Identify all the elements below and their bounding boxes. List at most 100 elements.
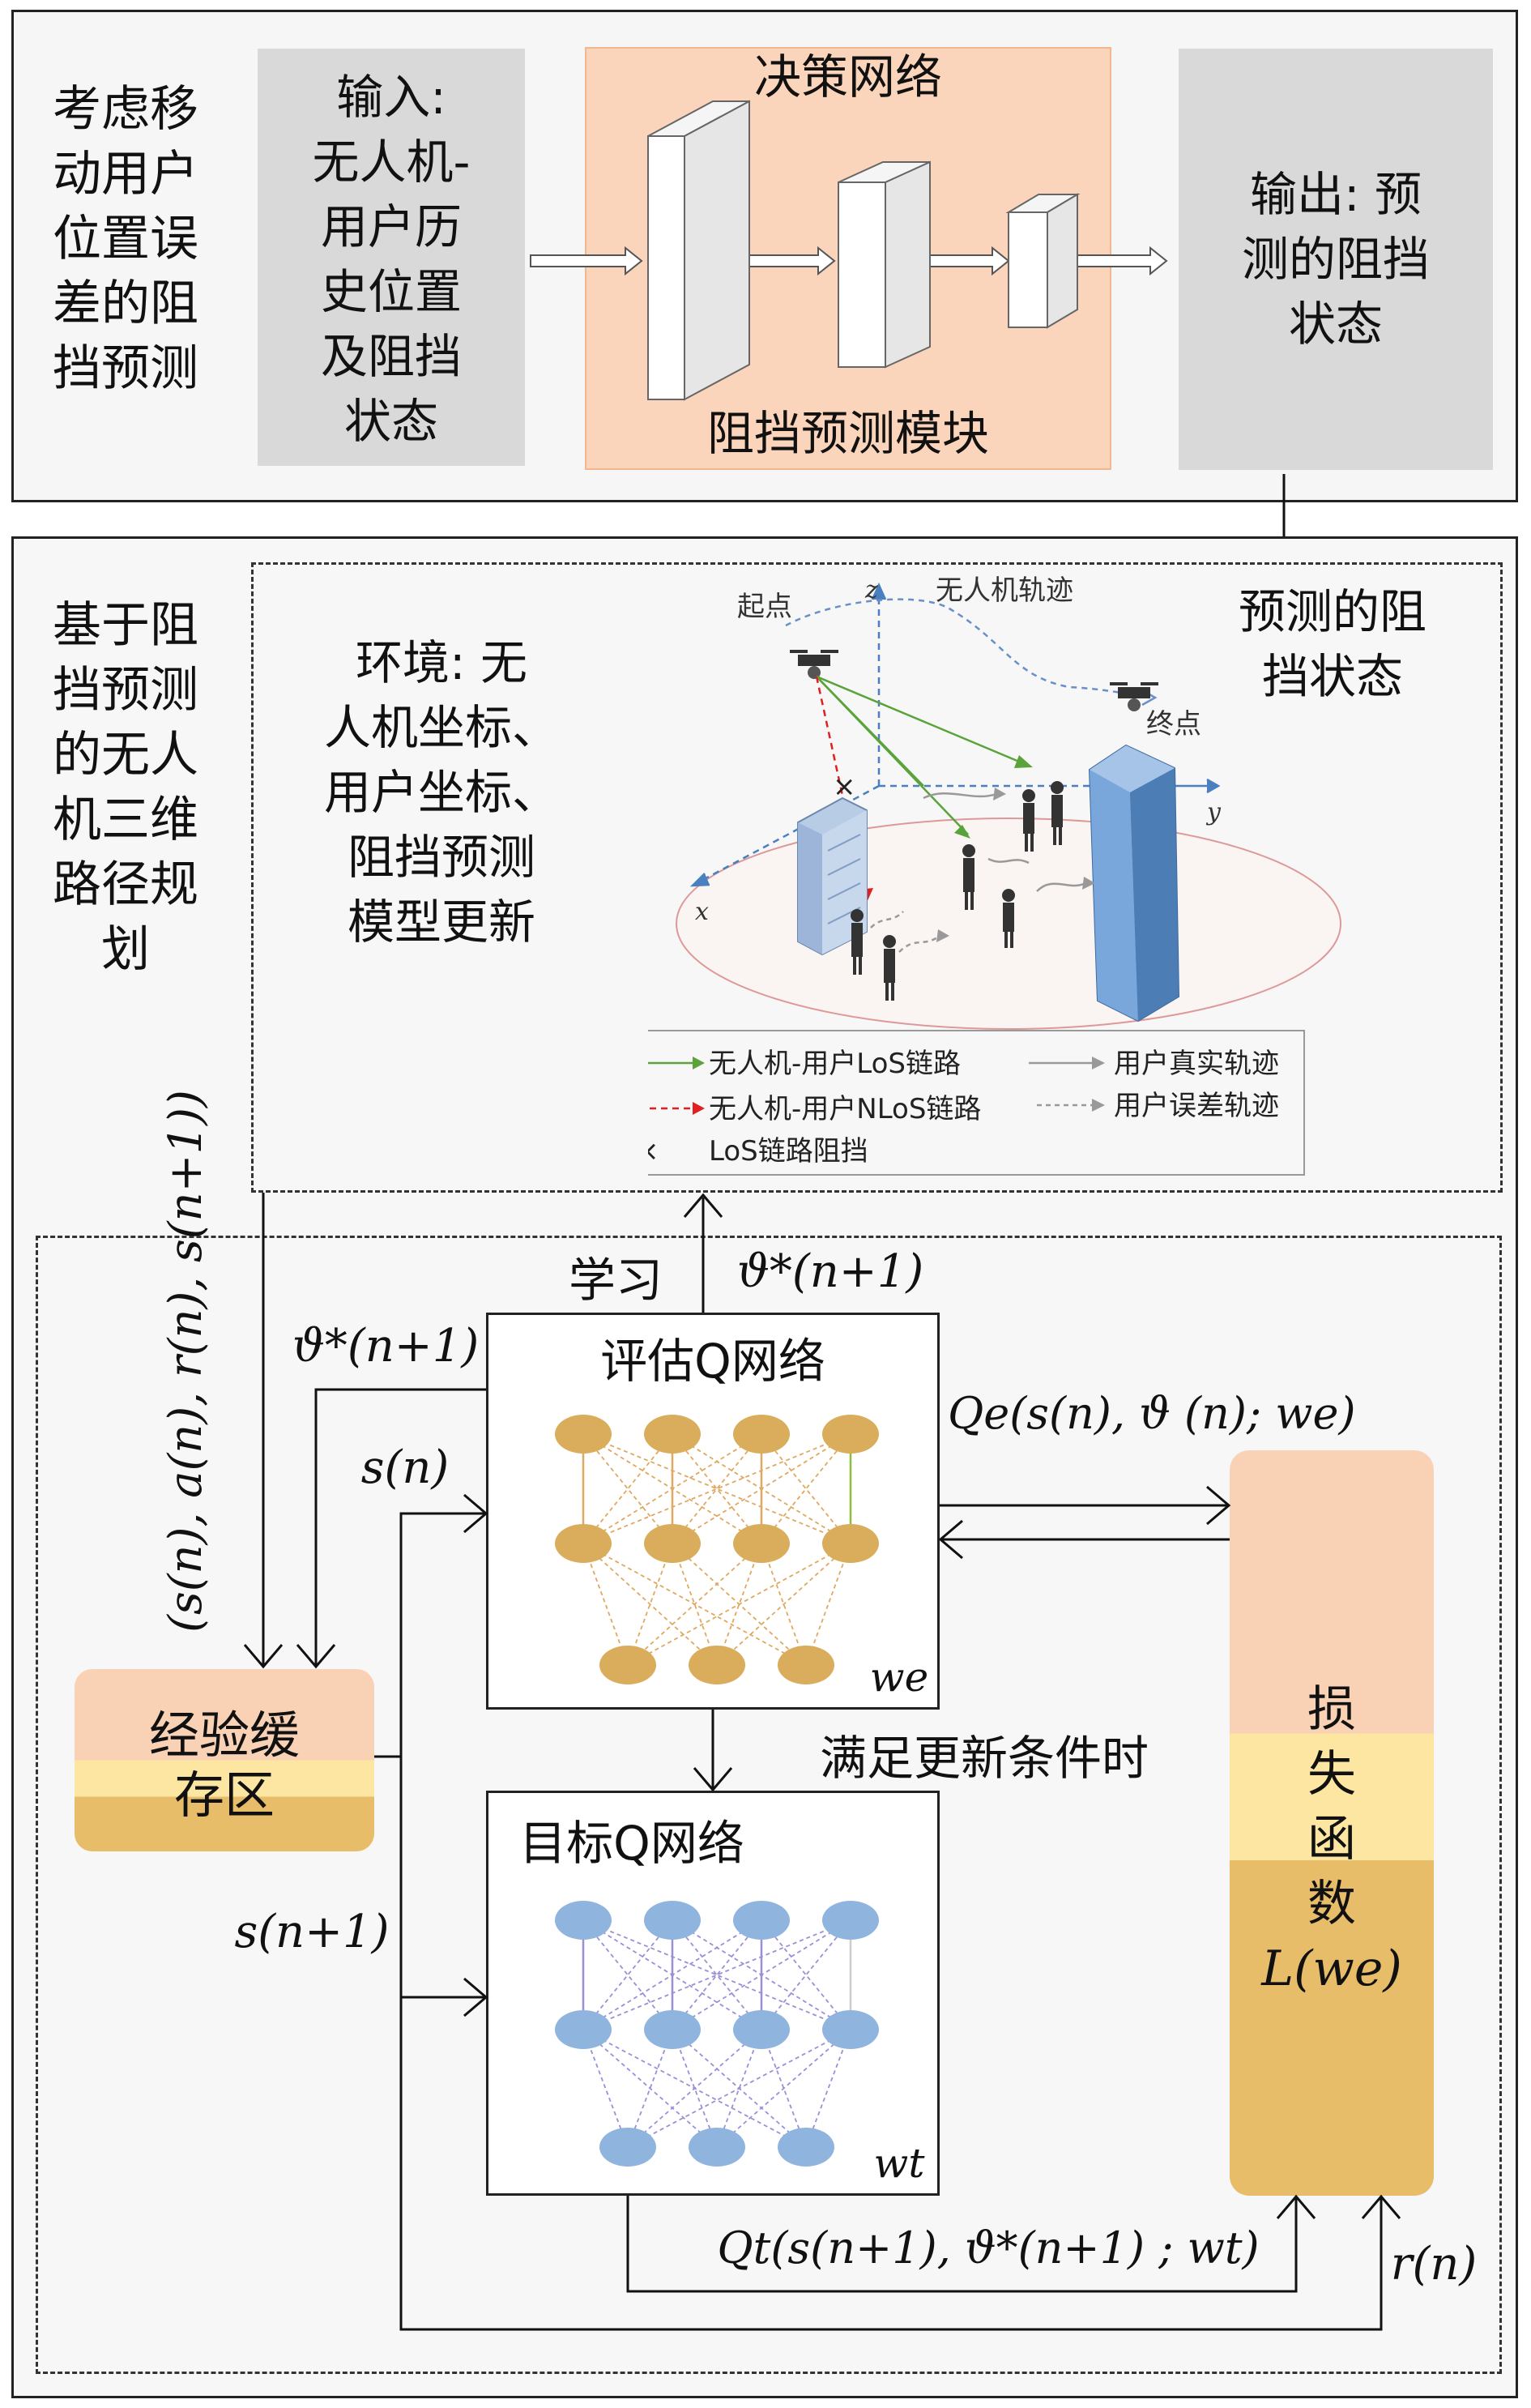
r-n-label: r(n)	[1390, 2238, 1478, 2291]
s-n-label: s(n)	[360, 1441, 450, 1494]
loss-line: 数	[1307, 1876, 1356, 1932]
uav-trajectory-label: 无人机轨迹	[936, 574, 1073, 607]
experience-buffer	[75, 1669, 374, 1851]
learning-dashed-box	[36, 1236, 1502, 2374]
target-node	[822, 2010, 879, 2049]
environment-dashed-box	[251, 562, 1503, 1193]
los-links	[816, 675, 1030, 835]
svg-text:×: ×	[648, 1135, 659, 1168]
eval-network-edges	[582, 1433, 851, 1666]
start-label: 起点	[737, 591, 792, 623]
user-trajectory-arrowheads	[936, 788, 1095, 942]
output-line: 输出: 预	[1250, 167, 1422, 222]
eval-node	[599, 1646, 656, 1684]
right-tower-icon	[1088, 744, 1180, 1023]
user-trajectories	[870, 792, 1086, 953]
caption-line: 考虑移	[53, 81, 198, 138]
network-layer-3	[1005, 193, 1081, 329]
layer2-to-layer3-arrow	[929, 245, 1010, 276]
eval-network-nodes	[555, 1415, 879, 1684]
input-line: 输入:	[336, 70, 446, 125]
predicted-blocking-state: 预测的阻 挡状态	[1199, 579, 1466, 709]
eval-node	[778, 1646, 834, 1684]
caption-line: 差的阻	[53, 275, 198, 332]
env-line: 阻挡预测	[347, 830, 535, 885]
eval-weight-label: we	[869, 1654, 929, 1701]
target-network-edges	[582, 1919, 851, 2148]
qt-label: Qt(s(n+1), ϑ*(n+1) ; wt)	[717, 2222, 1260, 2274]
caption-line: 挡预测	[53, 662, 198, 719]
env-line: 模型更新	[347, 894, 535, 950]
target-node	[555, 2010, 612, 2049]
caption-line: 挡预测	[53, 340, 198, 397]
target-q-network-box	[486, 1791, 940, 2196]
top-section-graphics	[530, 100, 1307, 567]
target-node	[733, 2010, 790, 2049]
output-box	[1179, 49, 1493, 470]
s-n1-label: s(n+1)	[234, 1906, 390, 1958]
eval-node	[555, 1524, 612, 1563]
theta-up-label: ϑ*(n+1)	[736, 1245, 924, 1298]
legend-true-trajectory: 用户真实轨迹	[1114, 1048, 1279, 1080]
eval-node	[644, 1415, 701, 1454]
environment-text: 环境: 无 人机坐标、 用户坐标、 阻挡预测 模型更新	[292, 630, 591, 954]
input-to-layer-arrow	[530, 245, 643, 276]
module-title: 阻挡预测模块	[706, 406, 989, 461]
layer-to-output-arrow	[1077, 245, 1168, 276]
update-condition-label: 满足更新条件时	[819, 1731, 1149, 1786]
flow-arrows	[243, 1193, 1401, 2331]
input-box	[258, 49, 525, 466]
input-line: 无人机-	[312, 134, 471, 190]
input-line: 及阻挡	[320, 329, 462, 384]
axis-y-label: y	[1205, 798, 1222, 826]
eval-node	[555, 1415, 612, 1454]
caption-line: 基于阻	[53, 597, 198, 654]
env-line: 用户坐标、	[323, 765, 559, 820]
target-network-nodes	[555, 1901, 879, 2167]
target-network-vertical-edges	[582, 1920, 852, 2030]
predicted-line: 挡状态	[1261, 649, 1403, 704]
target-node	[822, 1901, 879, 1940]
decision-network-title: 决策网络	[753, 49, 942, 105]
start-drone-icon	[790, 650, 838, 679]
loss-function-text: 损 失 函 数 L(we)	[1230, 1677, 1434, 2001]
eval-q-network-box	[486, 1313, 940, 1710]
caption-line: 动用户	[53, 146, 198, 203]
theta-left-label: ϑ*(n+1)	[292, 1320, 480, 1373]
legend-los: 无人机-用户LoS链路	[709, 1048, 961, 1080]
loss-line: L(we)	[1261, 1940, 1402, 1997]
caption-line: 划	[101, 921, 150, 978]
target-node	[599, 2128, 656, 2167]
eval-q-network-title: 评估Q网络	[600, 1334, 825, 1389]
env-line: 环境: 无	[356, 635, 527, 690]
eval-node	[733, 1524, 790, 1563]
buffer-line: 存区	[173, 1765, 275, 1825]
target-node	[778, 2128, 834, 2167]
end-drone-icon	[1110, 682, 1158, 711]
eval-network-vertical-edges	[582, 1434, 852, 1543]
los-blocked-marker: ×	[833, 771, 856, 803]
layer1-to-layer2-arrow	[748, 245, 836, 276]
env-line: 人机坐标、	[323, 700, 559, 755]
eval-node	[644, 1524, 701, 1563]
axis-z-label: z	[864, 576, 878, 604]
eval-node	[733, 1415, 790, 1454]
output-line: 状态	[1288, 297, 1383, 352]
loss-line: 函	[1307, 1811, 1356, 1868]
target-node	[555, 1901, 612, 1940]
legend-error-trajectory: 用户误差轨迹	[1114, 1090, 1279, 1122]
end-label: 终点	[1146, 708, 1201, 741]
loss-function-box	[1230, 1450, 1434, 2196]
uav-scene-illustration: z y x 无人机轨迹 起点 终点 ×	[648, 574, 1341, 1176]
buffer-line: 经验缓	[148, 1706, 300, 1765]
input-line: 史位置	[320, 264, 462, 319]
caption-line: 路径规	[53, 856, 198, 913]
loss-line: 失	[1307, 1746, 1356, 1803]
learn-label: 学习	[568, 1253, 663, 1308]
target-node	[644, 1901, 701, 1940]
network-layer-2	[838, 160, 931, 369]
network-layer-1	[647, 100, 750, 401]
eval-node	[822, 1415, 879, 1454]
input-line: 状态	[343, 394, 438, 449]
